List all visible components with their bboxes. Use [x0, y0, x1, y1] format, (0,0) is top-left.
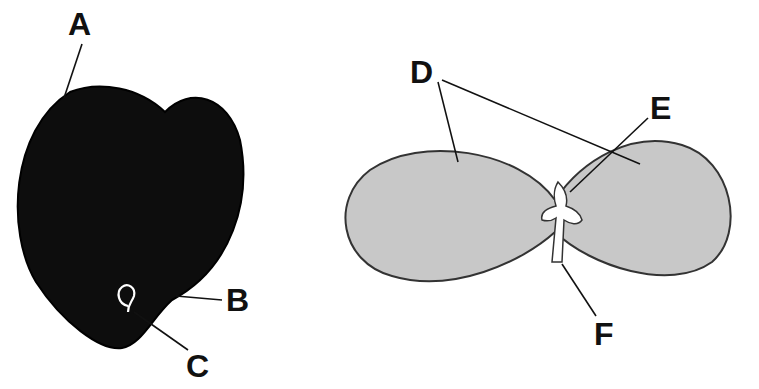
cotyledons	[345, 141, 730, 281]
hilum	[119, 285, 135, 312]
callout-letter: A	[68, 8, 91, 40]
callout-letter: D	[410, 56, 433, 88]
embryo	[542, 182, 582, 262]
leader-lines	[64, 44, 648, 350]
callout-letter: F	[594, 318, 614, 350]
callout-letter: E	[650, 92, 671, 124]
callout-letter: C	[186, 350, 209, 382]
seed-coat	[18, 86, 244, 348]
callout-letter: B	[226, 284, 249, 316]
